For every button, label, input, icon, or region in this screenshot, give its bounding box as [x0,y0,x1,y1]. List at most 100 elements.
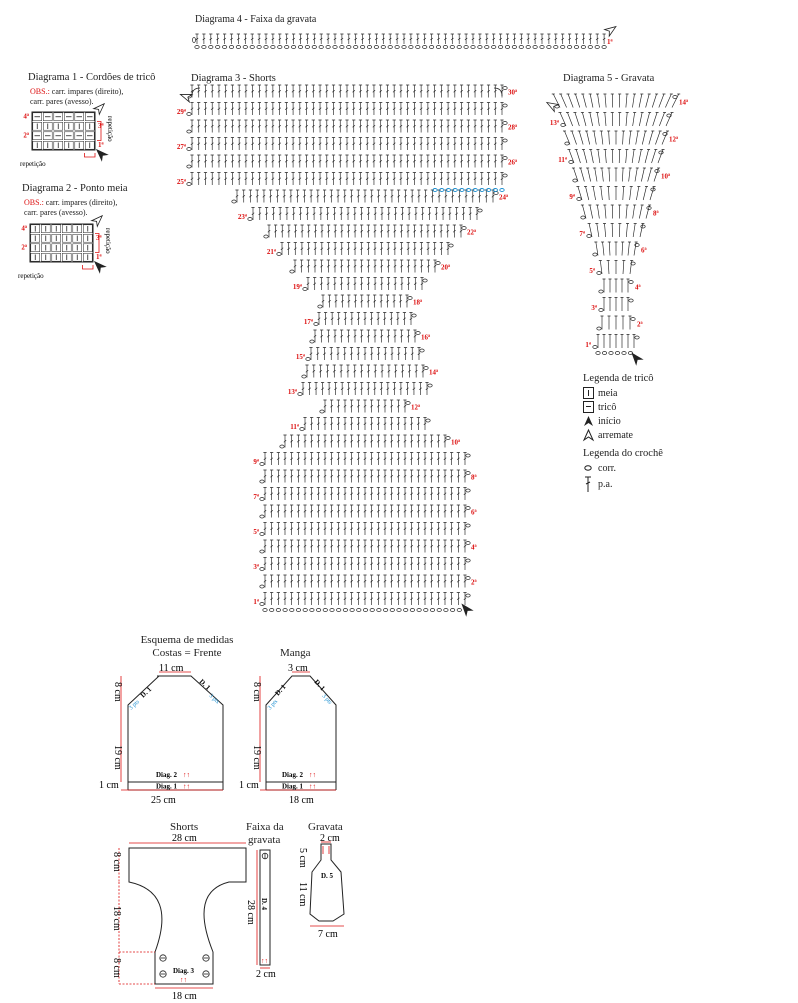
dc-stitch [330,504,334,518]
chain-stitch [208,45,214,49]
dc-stitch [439,242,443,255]
dc-stitch [626,297,630,311]
dc-stitch [352,102,356,115]
dc-stitch [333,329,337,343]
dc-stitch [296,539,300,553]
dc-stitch [330,452,334,465]
dc-stitch [350,452,354,465]
chain-stitch [186,182,192,186]
dc-stitch [338,172,342,185]
dc-stitch [298,172,302,185]
dc-stitch [339,364,343,378]
dc-stitch [533,33,537,44]
dc-stitch [290,452,294,465]
chain-stitch [532,45,538,49]
dc-stitch [493,119,497,133]
legend-trico: tricô [583,400,693,414]
dc-stitch [600,315,604,330]
bind-off-arrow-icon [582,428,595,442]
chain-stitch [322,608,328,612]
dc-stitch [336,434,340,448]
sleeve-side-top: 8 cm [251,682,262,702]
dc-stitch [283,434,287,448]
stitch-cell [32,122,42,131]
dc-stitch [293,242,297,255]
dc-stitch [579,167,585,182]
chain-stitch [598,308,604,312]
dc-stitch [416,417,420,430]
dc-stitch [396,452,400,465]
chain-stitch [259,497,265,501]
dc-stitch [412,119,416,133]
dc-stitch [493,172,497,185]
dc-stitch [331,102,336,115]
dc-stitch [251,119,255,133]
dc-stitch [230,172,235,185]
dc-stitch [370,557,374,570]
dc-stitch [332,364,336,378]
dc-stitch [370,189,374,203]
chain-stitch [316,608,322,612]
dc-stitch [346,259,350,273]
legend-corr: corr. [583,461,693,475]
dc-stitch [271,154,275,168]
dc-stitch [310,522,314,535]
dc-stitch [325,137,329,150]
dc-stitch [426,154,430,168]
dc-stitch [403,452,407,465]
dc-stitch [607,315,611,330]
dc-stitch [614,167,618,182]
dc-stitch [343,504,347,518]
dc-stitch [463,574,467,588]
dc-stitch [493,137,497,150]
dc-stitch [594,241,599,256]
dc-stitch [257,119,261,133]
chain-stitch [291,45,297,49]
dc-stitch [620,334,624,348]
dc-stitch [453,137,457,150]
dc-stitch [499,33,503,44]
dc-stitch [283,469,287,483]
dc-stitch [618,149,622,164]
row-label: 19ª [293,283,303,291]
chain-stitch [456,608,462,612]
bind-off-arrow-icon [90,214,104,228]
dc-stitch [407,207,411,220]
chain-stitch [640,224,646,229]
repeat-label-horizontal: repetição [20,160,46,168]
dc-stitch [486,154,491,168]
stitch-cell [41,224,51,233]
dc-stitch [622,260,626,275]
dc-stitch [312,33,316,44]
dc-stitch [439,224,443,238]
dc-stitch [298,102,302,115]
dc-stitch [486,84,491,98]
dc-stitch [403,557,407,570]
chain-stitch [477,45,483,49]
dc-stitch [305,207,309,220]
row-label: 13ª [550,119,560,127]
shorts-top-measure: 28 cm [172,833,197,844]
dc-stitch [390,539,394,553]
chain-stitch [259,602,265,606]
dc-stitch [202,33,206,44]
dc-stitch [363,522,367,535]
row-label: 13ª [288,388,298,396]
dc-stitch [263,504,267,518]
dc-stitch [430,469,434,483]
dc-stitch [416,504,420,518]
dc-stitch [419,172,423,185]
dc-stitch [659,112,667,127]
dc-stitch [626,334,630,348]
shorts-side-3: 8 cm [111,958,122,978]
dc-stitch [376,452,380,465]
stitch-cell [51,224,61,233]
dc-stitch [473,172,477,185]
dc-stitch [343,574,347,588]
dc-stitch [216,33,220,44]
dc-stitch [329,189,333,203]
dc-stitch [430,592,434,605]
dc-stitch [396,487,400,500]
dc-stitch [326,33,330,44]
stitch-cell [74,112,84,121]
